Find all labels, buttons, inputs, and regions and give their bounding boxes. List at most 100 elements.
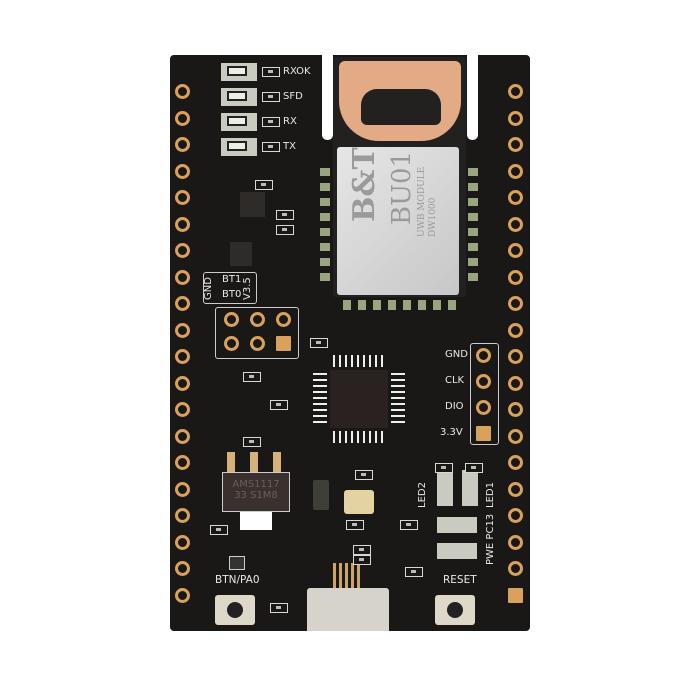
module-pad [433,300,441,310]
smd-component [243,437,261,447]
boot-pin [224,336,239,351]
mcu-pin [391,421,405,423]
smd-component [353,545,371,555]
label-rxok: RXOK [283,66,311,77]
resistor [262,67,280,77]
crystal [313,480,329,510]
smd-component [243,372,261,382]
mcu-pin [313,391,327,393]
label-rx: RX [283,116,297,127]
module-pad [320,168,330,176]
voltage-regulator: AMS1117 33 S1M8 [222,472,290,512]
module-pad [468,213,478,221]
mcu-pin [391,385,405,387]
header-pin-right [508,375,523,391]
module-pad [468,168,478,176]
status-led-rx [221,113,257,131]
board-cutout-right [467,55,478,140]
antenna-copper [339,61,461,141]
boot-pin [276,336,291,351]
led-pc13 [437,517,477,533]
header-pin-left [175,190,190,205]
module-pad [468,273,478,281]
mcu-pin [369,355,371,367]
module-model: BU01 [387,150,417,225]
mcu-pin [369,431,371,443]
rf-shield: B&T BU01 UWB MODULE DW1000 [337,147,459,295]
label-pwe-pc13: PWE PC13 [485,513,496,565]
smd-component [255,180,273,190]
header-pin-right [508,190,523,205]
module-text: UWB MODULE DW1000 [417,167,439,237]
mcu-pin [391,409,405,411]
mcu-chip [330,370,388,428]
header-pin-left [175,216,190,232]
header-pin-left [175,402,190,417]
smd-component [400,520,418,530]
module-pad [320,198,330,206]
mcu-pin [333,431,335,443]
header-pin-right [508,84,523,99]
ic-sensor [240,192,265,217]
mcu-pin [375,355,377,367]
status-led-rxok [221,63,257,81]
module-pad [320,183,330,191]
boot-pin [250,336,265,351]
module-pad [403,300,411,310]
smd-component [276,210,294,220]
header-pin-left [175,349,190,364]
regulator-text-1: AMS1117 [232,479,280,490]
micro-usb-port[interactable] [307,588,389,631]
label-pwe: PWE [485,542,496,565]
label-reset: RESET [443,574,477,586]
label-sfd: SFD [283,91,303,102]
boot-pin [250,312,265,327]
header-pin-left [175,428,190,444]
smd-component [353,555,371,565]
label-swd-3.3v: 3.3V [440,427,463,438]
module-line1: UWB MODULE [417,166,427,237]
mcu-pin [357,431,359,443]
led1 [462,470,478,506]
label-tx: TX [283,141,296,152]
uwb-module: B&T BU01 UWB MODULE DW1000 [333,57,466,297]
mcu-pin [391,391,405,393]
header-pin-left [175,269,190,285]
label-led1: LED1 [485,482,496,508]
mcu-pin [391,397,405,399]
header-pin-right [508,322,523,338]
module-pad [468,258,478,266]
boot-pin [224,312,239,327]
reset-button[interactable] [435,595,475,625]
header-pin-left [175,137,190,152]
mcu-pin [313,397,327,399]
smd-component [405,567,423,577]
mcu-pin [313,403,327,405]
header-pin-right [508,481,523,497]
header-pin-right [508,561,523,576]
resistor [262,92,280,102]
boot-header[interactable] [215,307,299,359]
swd-pin-dio [476,400,491,415]
regulator-tab [240,512,272,530]
board-cutout-left [322,55,333,140]
user-button[interactable] [215,595,255,625]
mcu-pin [313,421,327,423]
header-pin-left [175,587,190,603]
header-pin-left [175,322,190,338]
mcu-pin [345,431,347,443]
regulator-text-2: 33 S1M8 [234,490,278,501]
mcu-pin [351,355,353,367]
mcu-pin [357,355,359,367]
header-pin-right [508,428,523,444]
module-line2: DW1000 [428,197,438,237]
header-pin-left [175,508,190,523]
label-pc13: PC13 [485,513,496,540]
module-pad [320,228,330,236]
led-pwe [437,543,477,559]
header-pin-right [508,455,523,470]
resistor [262,117,280,127]
swd-header[interactable] [470,343,499,445]
boot-pin [276,312,291,327]
smd-component [276,225,294,235]
